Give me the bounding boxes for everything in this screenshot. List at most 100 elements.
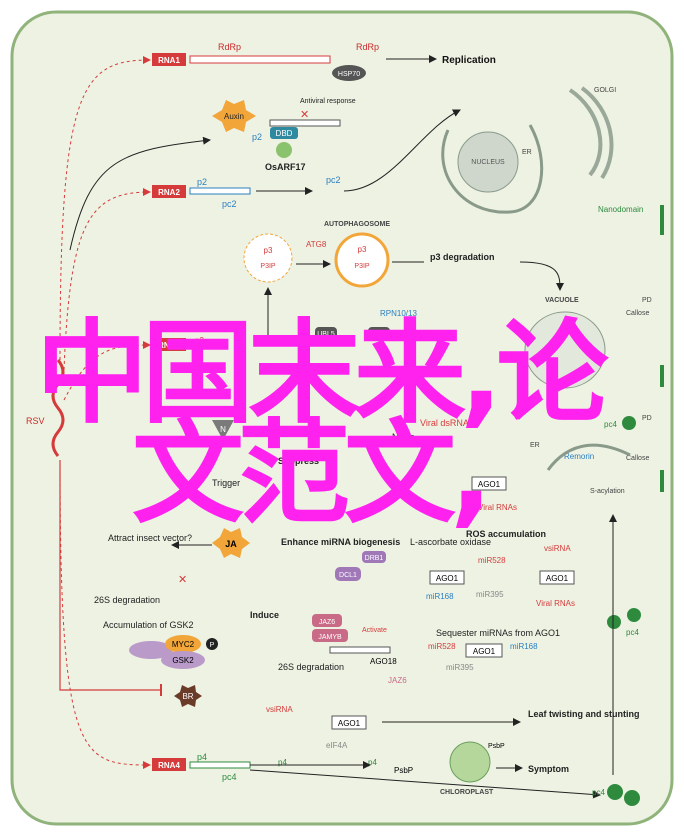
- vacuole: [524, 311, 606, 389]
- br-label: BR: [182, 692, 193, 701]
- replication-label: Replication: [442, 55, 496, 66]
- cell-panel: [10, 10, 674, 826]
- osarf17-label: OsARF17: [265, 162, 306, 172]
- phagophore: [243, 233, 293, 283]
- ja-starburst: [212, 528, 250, 558]
- arrow-rsv-rna1: [59, 56, 151, 361]
- svg-text:JAMYB: JAMYB: [318, 634, 342, 641]
- br-starburst: [174, 685, 202, 707]
- ubl5-shape-b: [368, 327, 390, 339]
- dbd-label: DBD: [276, 129, 293, 138]
- jaz6-shape: [312, 614, 342, 627]
- enhance-label: Enhance miRNA biogenesis: [281, 537, 400, 547]
- ncl-label: NCLs: [392, 432, 415, 442]
- p3-label-a: p3: [264, 246, 273, 255]
- svg-text:P: P: [210, 642, 215, 649]
- inhibit-br: [59, 460, 160, 691]
- callose-label-2: Callose: [626, 455, 649, 462]
- svg-text:AGO1: AGO1: [546, 574, 569, 583]
- jaz6-label-2: JAZ6: [388, 676, 407, 685]
- induce-label: Induce: [250, 610, 279, 620]
- p3-label-c: p3: [195, 336, 204, 345]
- arrow-rsv-rna3: [63, 341, 151, 401]
- auxin-starburst: [212, 100, 256, 132]
- er-label: ER: [522, 149, 532, 156]
- mir168-label: miR168: [426, 592, 454, 601]
- hsp70-shape: [332, 65, 366, 81]
- inhibit-cross: ✕: [300, 109, 309, 121]
- 26s-degradation-label: 26S degradation: [94, 595, 160, 605]
- svg-text:pc4: pc4: [604, 420, 617, 429]
- pd-label: PD: [642, 297, 652, 304]
- viral-rnas-label: Viral RNAs: [478, 503, 517, 512]
- trigger-label: Trigger: [212, 478, 240, 488]
- svg-text:RNA1: RNA1: [158, 56, 180, 65]
- leaf-twisting-label: Leaf twisting and stunting: [528, 709, 640, 719]
- svg-text:PsbP: PsbP: [488, 743, 505, 750]
- atg8-label: ATG8: [306, 240, 327, 249]
- n-shape: [212, 420, 234, 440]
- golgi-label: GOLGI: [594, 87, 616, 94]
- viral-dsrna-label: Viral dsRNA: [420, 418, 469, 428]
- p2-label-2: p2: [252, 132, 262, 142]
- pc4-dot-e: [622, 416, 636, 430]
- activate-label: Activate: [362, 627, 387, 634]
- er-label-2: ER: [530, 442, 540, 449]
- gsk2-label: GSK2: [172, 656, 194, 665]
- attract-label: Attract insect vector?: [108, 533, 192, 543]
- antiviral-label: Antiviral response: [300, 98, 356, 105]
- nanodomain-bar: [660, 205, 664, 235]
- p3ip-label: P3IP: [260, 263, 276, 270]
- rna4-box: RNA4: [152, 758, 251, 771]
- svg-text:✕: ✕: [178, 574, 187, 586]
- rna3-box: RNA3: [152, 338, 186, 351]
- jamyb-shape: [312, 629, 348, 642]
- pc4-dot-a: [607, 784, 623, 800]
- gsk2-shape-a: [129, 641, 173, 659]
- pd-label-2: PD: [642, 415, 652, 422]
- p3-label-b: p3: [358, 245, 367, 254]
- l-ascorbate-label: L-ascorbate oxidase: [410, 537, 491, 547]
- gsk2-shape-b: [161, 651, 205, 669]
- pc2-label-2: pc2: [326, 175, 341, 185]
- ago1-box-f: [331, 715, 367, 730]
- phospho-circle: [206, 638, 218, 650]
- viral-rnas-label-2: Viral RNAs: [536, 599, 575, 608]
- svg-text:AGO1: AGO1: [473, 647, 496, 656]
- svg-text:AGO1: AGO1: [478, 480, 501, 489]
- svg-text:miR528: miR528: [428, 642, 456, 651]
- watermark-line-1: 中国末来,论: [36, 309, 609, 439]
- auxin-label: Auxin: [224, 112, 244, 121]
- svg-text:miR395: miR395: [446, 663, 474, 672]
- sequester-label: Sequester miRNAs from AGO1: [436, 628, 560, 638]
- svg-text:pc4: pc4: [626, 628, 639, 637]
- ubl5-label-b: UBL5: [370, 331, 388, 338]
- autophagosome: [334, 232, 390, 288]
- ago1-box-a: [471, 476, 507, 491]
- rna2-box: RNA2: [152, 185, 251, 198]
- watermark-line-2: 文范文,: [132, 409, 493, 539]
- mir395-label: miR395: [476, 590, 504, 599]
- autophagosome-label: AUTOPHAGOSOME: [324, 221, 390, 228]
- vacuole-label: VACUOLE: [545, 297, 579, 304]
- suppress-label: Suppress: [278, 456, 319, 466]
- osarf17-shape: [276, 142, 292, 158]
- nucleus: [457, 131, 519, 193]
- s-acylation-label: S-acylation: [590, 488, 625, 495]
- hsp70-label: HSP70: [338, 71, 360, 78]
- callose-label: Callose: [626, 310, 649, 317]
- vsirna-label-2: vsiRNA: [544, 544, 571, 553]
- dbd-shape: [270, 127, 298, 139]
- rna1-box: RNA1: [152, 53, 331, 66]
- svg-text:p4: p4: [368, 758, 377, 767]
- svg-text:N: N: [220, 425, 226, 434]
- pc2-label: pc2: [222, 199, 237, 209]
- vsirna-label-3: vsiRNA: [266, 705, 293, 714]
- drb1-shape: [362, 551, 386, 563]
- pc4-dot-b: [624, 790, 640, 806]
- ubl5-shape-a: [315, 327, 337, 339]
- er-membrane: [441, 124, 544, 214]
- svg-text:RNA3: RNA3: [158, 341, 180, 350]
